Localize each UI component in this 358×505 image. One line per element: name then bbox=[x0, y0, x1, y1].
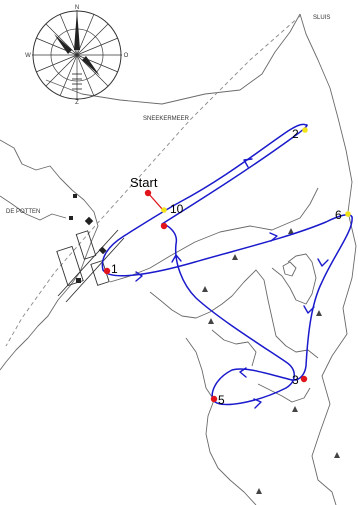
harbour-roofs bbox=[69, 194, 107, 283]
shoreline bbox=[0, 13, 357, 505]
boundary-dashed-line bbox=[5, 15, 301, 347]
course-leg-start-to-2 bbox=[161, 124, 308, 225]
arrow-leg-6-south bbox=[317, 258, 329, 267]
building-4 bbox=[73, 194, 77, 198]
course-mark-label-3: 3 bbox=[292, 373, 299, 387]
compass-arm-nw bbox=[54, 34, 72, 54]
shoreline-south-west bbox=[185, 337, 257, 505]
course-mark-labels: Start 1 2 3 5 6 10 bbox=[111, 127, 342, 407]
shoreline-peninsula bbox=[149, 269, 319, 359]
arrow-leg-6-east bbox=[269, 232, 278, 242]
compass-arm-se bbox=[82, 56, 100, 76]
course-mark-label-2: 2 bbox=[292, 127, 299, 141]
course-mark-6 bbox=[345, 211, 351, 217]
course-mark-label-6: 6 bbox=[335, 208, 342, 222]
course-marks bbox=[103, 127, 351, 403]
course-mark-label-1: 1 bbox=[111, 262, 118, 276]
compass-east-label: O bbox=[124, 53, 129, 59]
shoreline-north bbox=[45, 13, 301, 105]
course-leg-3-to-5 bbox=[211, 368, 293, 401]
building-1 bbox=[84, 216, 94, 226]
buoy-symbol-4 bbox=[316, 310, 322, 316]
compass-rose: N Z O W bbox=[25, 5, 129, 106]
arrow-leg-finish-north bbox=[171, 254, 182, 263]
shoreline-west-upper bbox=[0, 195, 67, 221]
shoreline-west bbox=[0, 139, 99, 371]
course-leg-1-to-6 bbox=[102, 214, 353, 277]
start-mark bbox=[144, 189, 152, 197]
buoy-symbol-5 bbox=[288, 228, 294, 234]
building-5 bbox=[69, 216, 73, 220]
course-arrows bbox=[135, 158, 329, 409]
course-mark-10-red bbox=[160, 222, 168, 230]
lock-label: SLUIS bbox=[313, 15, 330, 21]
compass-north-pointer bbox=[74, 10, 80, 50]
compass-south-label: Z bbox=[75, 100, 79, 106]
building-2 bbox=[98, 246, 107, 255]
buoy-symbol-6 bbox=[256, 488, 262, 494]
start-line bbox=[147, 192, 164, 211]
course-mark-5 bbox=[210, 395, 218, 403]
village-label: DE POTTEN bbox=[6, 209, 40, 215]
harbour-buildings bbox=[56, 229, 125, 303]
compass-west-label: W bbox=[25, 53, 31, 59]
buoy-symbol-3 bbox=[208, 318, 214, 324]
course-mark-label-10: 10 bbox=[170, 202, 184, 216]
course-mark-label-5: 5 bbox=[218, 393, 225, 407]
buoy-symbol-8 bbox=[334, 452, 340, 458]
jetty-2 bbox=[75, 230, 97, 260]
compass-south-ticks bbox=[72, 73, 82, 90]
buoy-symbol-2 bbox=[202, 286, 208, 292]
course-leg-5-to-finish bbox=[163, 223, 295, 406]
shoreline-center-north bbox=[109, 187, 319, 283]
buoy-symbols bbox=[202, 228, 340, 494]
island-small bbox=[282, 261, 297, 277]
building-3 bbox=[76, 278, 81, 283]
arrow-leg-1-east bbox=[135, 271, 143, 282]
arrow-leg-3-west bbox=[239, 367, 247, 378]
course-mark-2 bbox=[302, 127, 308, 133]
buoy-symbol-7 bbox=[292, 406, 298, 412]
course-leg-2-to-1 bbox=[101, 123, 307, 271]
shoreline-inlet bbox=[271, 253, 317, 305]
arrow-leg-2-return bbox=[243, 158, 253, 168]
course-mark-1 bbox=[103, 267, 111, 275]
sailing-course bbox=[101, 123, 353, 406]
buoy-symbol-1 bbox=[232, 254, 238, 260]
compass-rays bbox=[32, 10, 122, 100]
shoreline-south-inner bbox=[211, 329, 257, 367]
arrow-leg-5-east bbox=[253, 398, 262, 409]
course-mark-3 bbox=[300, 375, 308, 383]
shoreline-south-loop bbox=[257, 383, 311, 403]
pier-2 bbox=[65, 237, 125, 303]
arrow-leg-3-south bbox=[303, 305, 315, 314]
course-leg-6-to-3 bbox=[291, 216, 353, 381]
pier-1 bbox=[57, 229, 119, 297]
start-label: Start bbox=[130, 175, 158, 190]
compass-north-label: N bbox=[75, 5, 79, 11]
course-mark-10 bbox=[161, 207, 167, 213]
lake-label: SNEEKERMEER bbox=[143, 116, 190, 122]
jetty-1 bbox=[56, 245, 84, 287]
shoreline-east bbox=[299, 13, 357, 505]
